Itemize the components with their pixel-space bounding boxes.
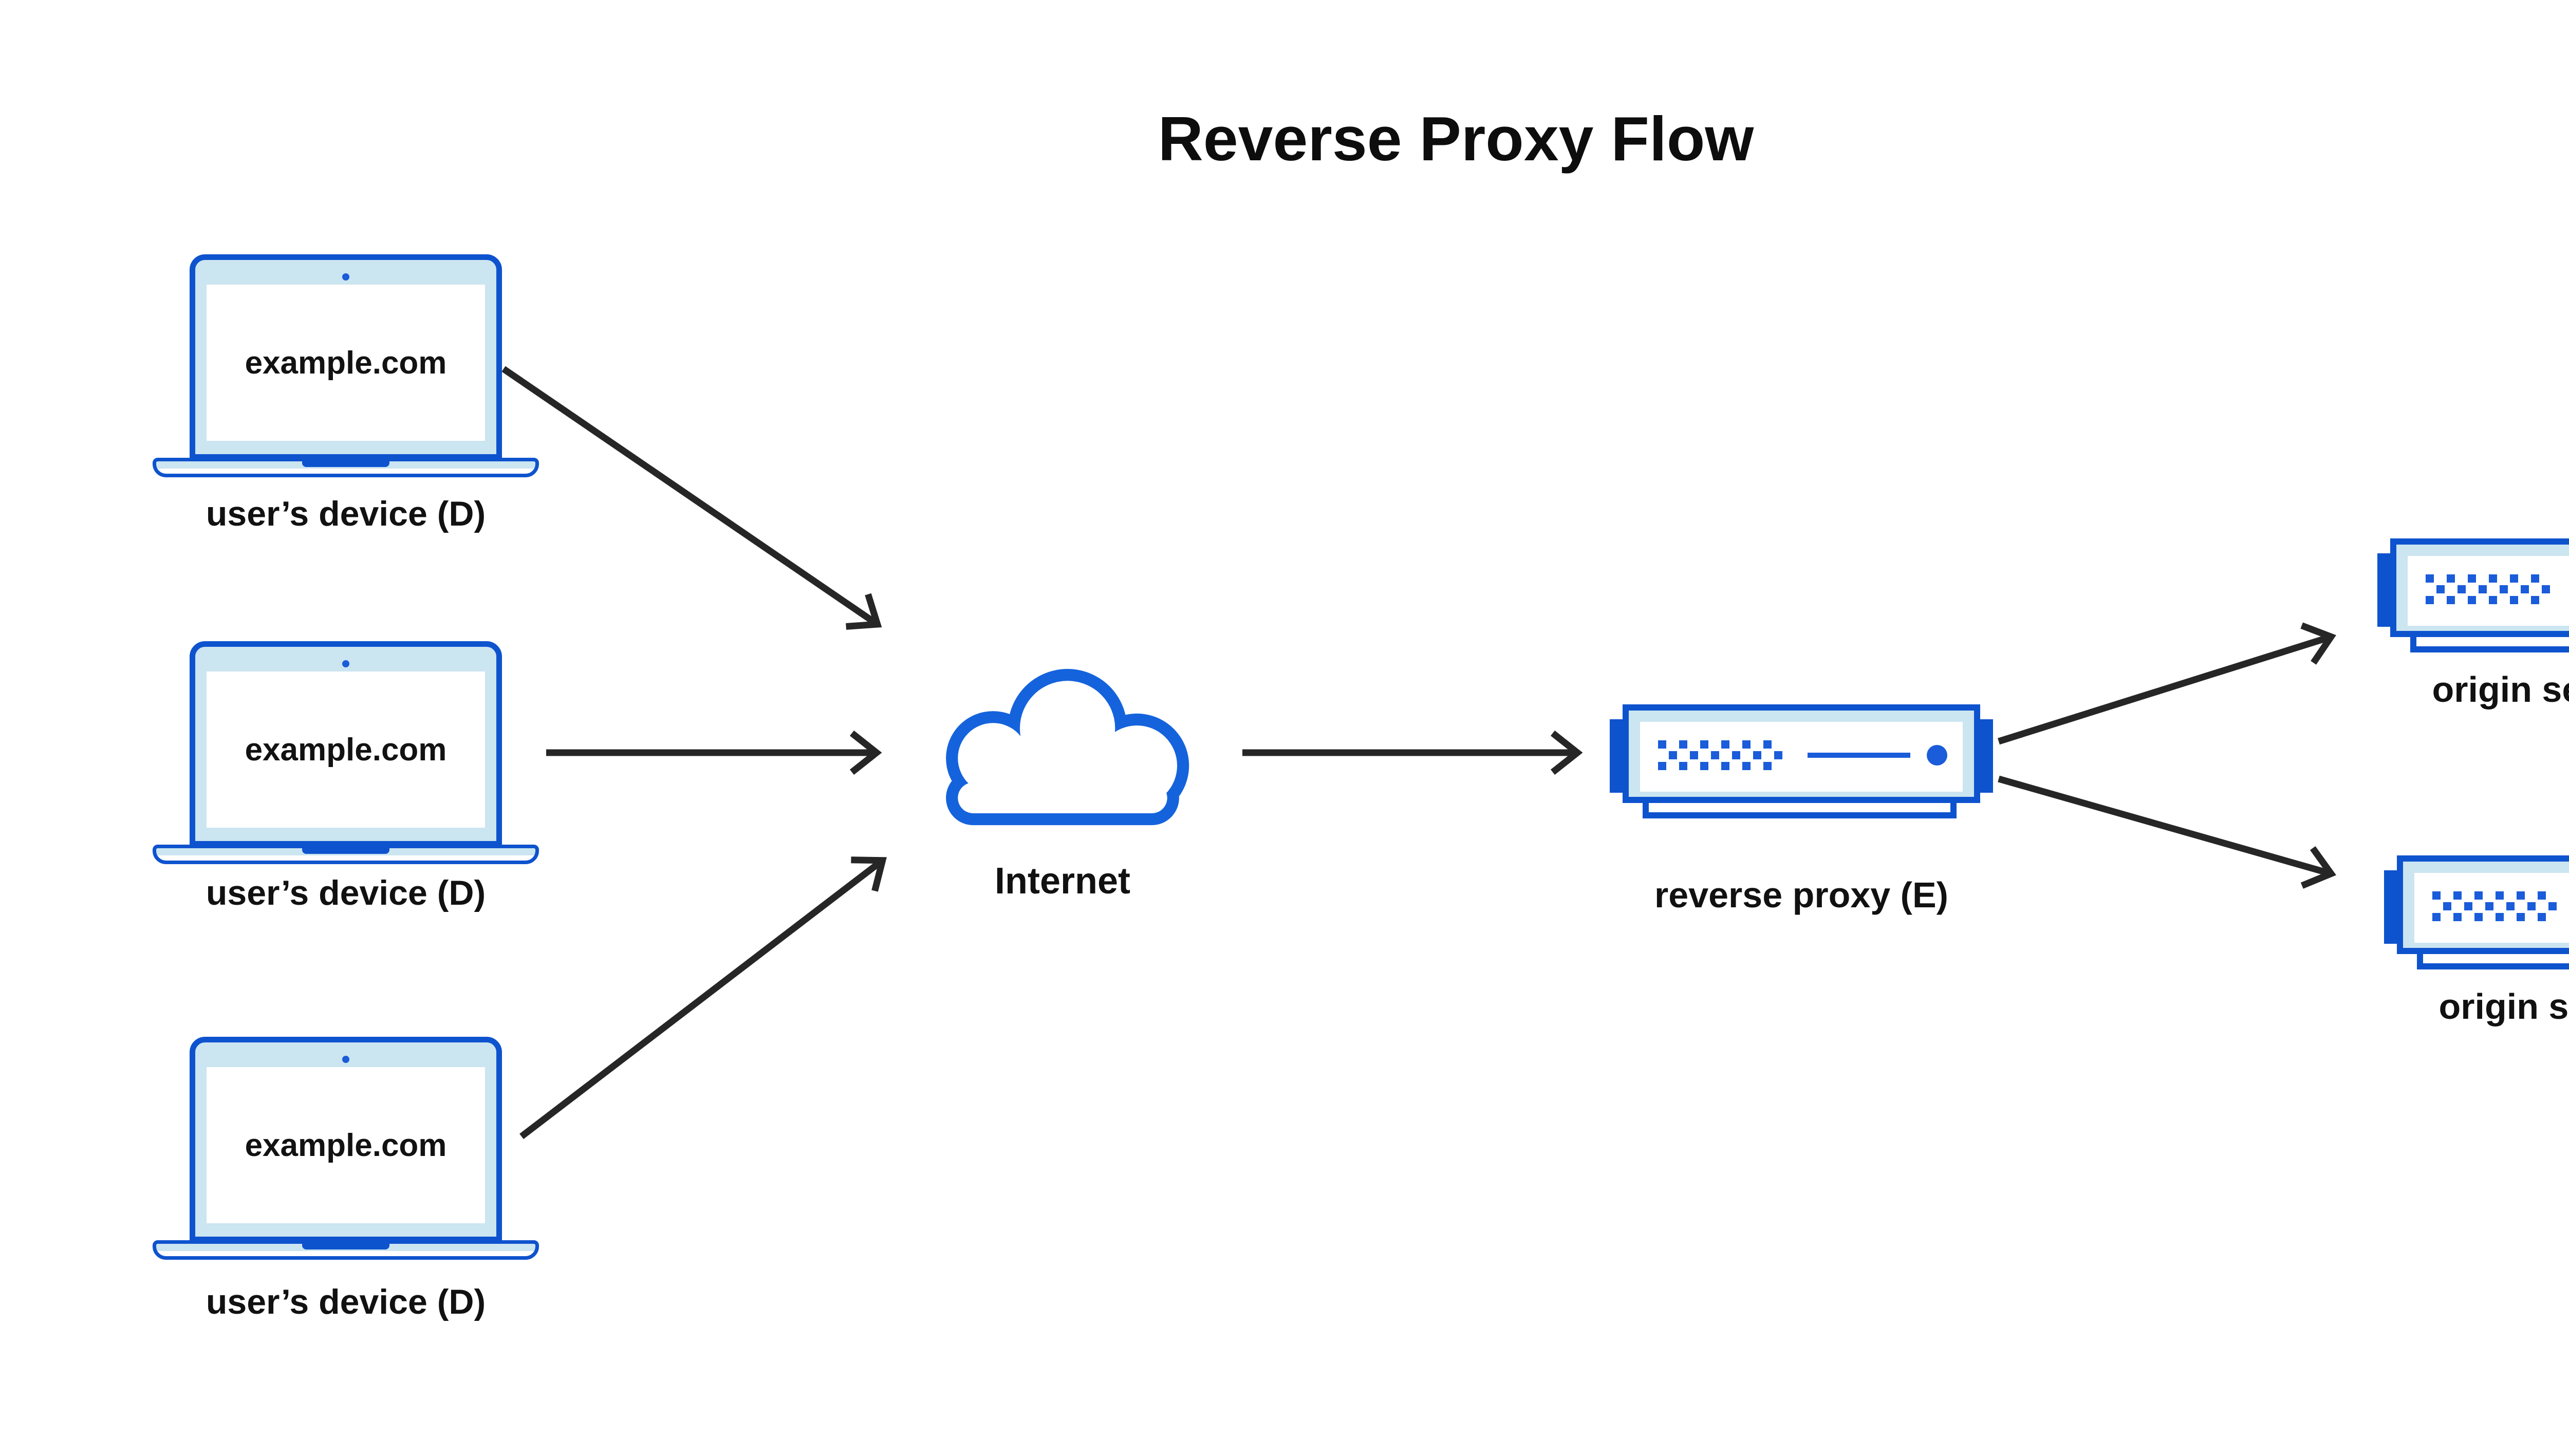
server-icon-origin2 <box>2384 855 2569 969</box>
reverse-proxy-caption: reverse proxy (E) <box>1654 875 1948 915</box>
laptop-screen: example.com <box>190 254 502 460</box>
server-power-dot <box>1927 745 1947 766</box>
camera-dot-icon <box>342 273 349 281</box>
internet-caption: Internet <box>994 861 1131 902</box>
laptop-icon-device3: example.com <box>153 1037 539 1260</box>
laptop-display: example.com <box>207 285 485 441</box>
arrow-proxy-to-origin1 <box>1998 622 2336 745</box>
laptop-screen: example.com <box>190 1037 502 1242</box>
camera-dot-icon <box>342 660 349 667</box>
laptop-display: example.com <box>207 671 485 828</box>
camera-dot-icon <box>342 1056 349 1063</box>
cloud-icon <box>946 669 1189 826</box>
origin1-caption: origin server (F) <box>2432 669 2569 710</box>
server-vent-dots <box>2426 574 2550 604</box>
laptop-base <box>153 1240 539 1260</box>
device3-screen-text: example.com <box>245 1127 447 1163</box>
server-face <box>1640 722 1963 792</box>
server-icon-origin1 <box>2377 538 2569 652</box>
server-vent-dots <box>2432 891 2557 921</box>
page-title: Reverse Proxy Flow <box>1158 104 1754 174</box>
laptop-notch <box>302 848 389 854</box>
laptop-display: example.com <box>207 1067 485 1223</box>
device2-caption: user’s device (D) <box>206 873 486 912</box>
arrow-proxy-to-origin2 <box>1998 775 2336 889</box>
laptop-icon-device2: example.com <box>153 641 539 864</box>
laptop-icon-device1: example.com <box>153 254 539 477</box>
laptop-base <box>153 458 539 477</box>
device3-caption: user’s device (D) <box>206 1282 486 1321</box>
laptop-screen: example.com <box>190 641 502 847</box>
laptop-notch <box>302 1243 389 1249</box>
server-icon-reverse-proxy <box>1610 704 1993 818</box>
device1-screen-text: example.com <box>245 345 447 381</box>
server-vent-dots <box>1658 740 1782 770</box>
device1-caption: user’s device (D) <box>206 494 486 533</box>
origin2-caption: origin server (F) <box>2438 986 2569 1026</box>
laptop-base <box>153 845 539 864</box>
arrow-device1-to-internet <box>501 366 882 630</box>
arrow-device3-to-internet <box>519 856 887 1140</box>
device2-screen-text: example.com <box>245 732 447 768</box>
laptop-notch <box>302 461 389 467</box>
